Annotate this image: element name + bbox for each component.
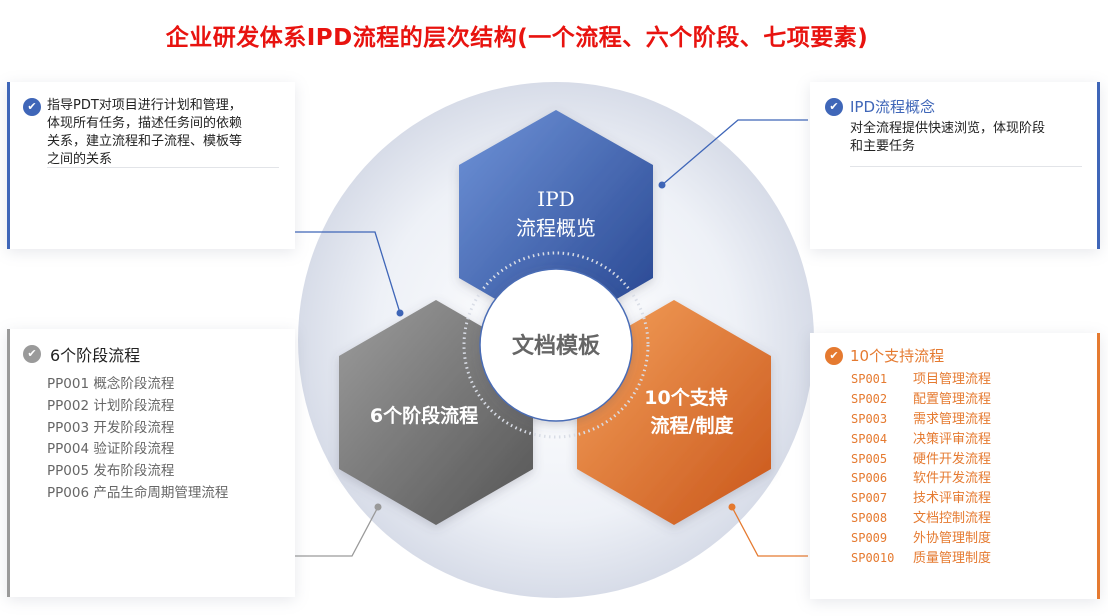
- support-name: 配置管理流程: [913, 391, 992, 407]
- list-item: SP003 需求管理流程: [851, 410, 991, 430]
- support-code: SP005: [851, 451, 888, 466]
- check-circle-icon: ✔: [23, 98, 41, 116]
- card-accent-bar: [1097, 82, 1100, 249]
- list-item: SP001 项目管理流程: [851, 370, 991, 390]
- connector-dot-ipd: [658, 181, 666, 189]
- pdt-text-line: 指导PDT对项目进行计划和管理，: [47, 98, 242, 113]
- hexagon-support-line2: 流程/制度: [651, 414, 735, 437]
- support-name: 需求管理流程: [913, 411, 992, 427]
- support-card: ✔ 10个支持流程 SP001 项目管理流程 SP002 配置管理流程 SP003 需…: [810, 333, 1100, 599]
- page-title: 企业研发体系IPD流程的层次结构(一个流程、六个阶段、七项要素): [165, 25, 869, 51]
- center-circle: [479, 268, 633, 422]
- support-title: 10个支持流程: [850, 347, 945, 365]
- ipd-concept-text: 对全流程提供快速浏览，体现阶段 和主要任务: [850, 120, 1090, 156]
- support-code: SP001: [851, 372, 888, 386]
- center-label: 文档模板: [512, 333, 601, 359]
- pdt-text-line: 体现所有任务，描述任务间的依赖: [47, 116, 243, 131]
- list-item: SP008 文档控制流程: [851, 509, 991, 529]
- list-item: SP0010 质量管理制度: [851, 549, 991, 569]
- check-circle-icon: ✔: [825, 98, 843, 116]
- ipd-text-line: 和主要任务: [850, 139, 916, 154]
- pdt-text-line: 关系，建立流程和子流程、模板等: [47, 134, 243, 149]
- support-name: 外协管理制度: [913, 531, 992, 547]
- list-item: PP003 开发阶段流程: [47, 419, 175, 436]
- support-name: 决策评审流程: [913, 431, 992, 447]
- connector-dot-support: [728, 503, 736, 511]
- card-divider: [47, 167, 279, 168]
- card-accent-bar: [7, 329, 10, 597]
- list-item: SP002 配置管理流程: [851, 390, 991, 410]
- pdt-text-line: 之间的关系: [47, 152, 113, 167]
- support-name: 技术评审流程: [913, 491, 992, 507]
- list-item: SP004 决策评审流程: [851, 430, 991, 450]
- card-accent-bar: [1097, 333, 1100, 599]
- hexagon-ipd-line2: 流程概览: [516, 216, 596, 240]
- phases-list: PP001 概念阶段流程 PP002 计划阶段流程 PP003 开发阶段流程 P…: [47, 374, 228, 505]
- card-divider: [850, 166, 1082, 167]
- pdt-guidance-card: ✔ 指导PDT对项目进行计划和管理， 体现所有任务，描述任务间的依赖 关系，建立…: [7, 82, 295, 249]
- connector-ipd: [661, 119, 808, 186]
- support-code: SP009: [851, 531, 888, 546]
- list-item: SP007 技术评审流程: [851, 489, 991, 509]
- list-item: SP009 外协管理制度: [851, 529, 991, 549]
- support-name: 软件开发流程: [913, 471, 992, 487]
- connector-phases: [295, 506, 379, 557]
- hexagon-phases-label: 6个阶段流程: [370, 404, 478, 427]
- ipd-text-line: 对全流程提供快速浏览，体现阶段: [850, 121, 1046, 136]
- hexagon-ipd: [459, 110, 653, 334]
- support-name: 文档控制流程: [913, 511, 992, 527]
- dotted-ring: [462, 251, 650, 439]
- support-name: 质量管理制度: [913, 551, 992, 567]
- list-item: PP004 验证阶段流程: [47, 441, 175, 458]
- support-list: SP001 项目管理流程 SP002 配置管理流程 SP003 需求管理流程 SP00…: [851, 370, 991, 569]
- support-code: SP003: [851, 411, 888, 426]
- list-item: PP002 计划阶段流程: [47, 397, 175, 414]
- support-code: SP006: [851, 471, 888, 486]
- connector-support: [731, 506, 808, 557]
- list-item: PP001 概念阶段流程: [47, 376, 175, 392]
- support-name: 硬件开发流程: [913, 451, 992, 467]
- support-name: 项目管理流程: [913, 372, 992, 387]
- support-code: SP002: [851, 391, 888, 406]
- check-circle-icon: ✔: [23, 345, 41, 363]
- phases-title: 6个阶段流程: [50, 346, 141, 365]
- ipd-concept-card: ✔ IPD流程概念 对全流程提供快速浏览，体现阶段 和主要任务: [810, 82, 1100, 249]
- support-code: SP007: [851, 491, 888, 506]
- ipd-concept-title: IPD流程概念: [850, 98, 936, 116]
- support-code: SP004: [851, 431, 888, 446]
- phases-card: ✔ 6个阶段流程 PP001 概念阶段流程 PP002 计划阶段流程 PP003…: [7, 329, 295, 597]
- list-item: SP005 硬件开发流程: [851, 450, 991, 470]
- support-code: SP0010: [851, 551, 895, 566]
- connector-pdt: [295, 231, 401, 314]
- hexagon-ipd-line1: IPD: [537, 187, 574, 211]
- list-item: SP006 软件开发流程: [851, 469, 991, 489]
- check-circle-icon: ✔: [825, 347, 843, 365]
- card-accent-bar: [7, 82, 10, 249]
- pdt-guidance-text: 指导PDT对项目进行计划和管理， 体现所有任务，描述任务间的依赖 关系，建立流程…: [47, 97, 295, 169]
- hexagon-support-line1: 10个支持: [644, 386, 727, 409]
- list-item: PP006 产品生命周期管理流程: [47, 484, 229, 501]
- connector-dot-phases: [374, 503, 382, 511]
- list-item: PP005 发布阶段流程: [47, 463, 175, 480]
- connector-dot-pdt: [396, 309, 404, 317]
- support-code: SP008: [851, 511, 888, 526]
